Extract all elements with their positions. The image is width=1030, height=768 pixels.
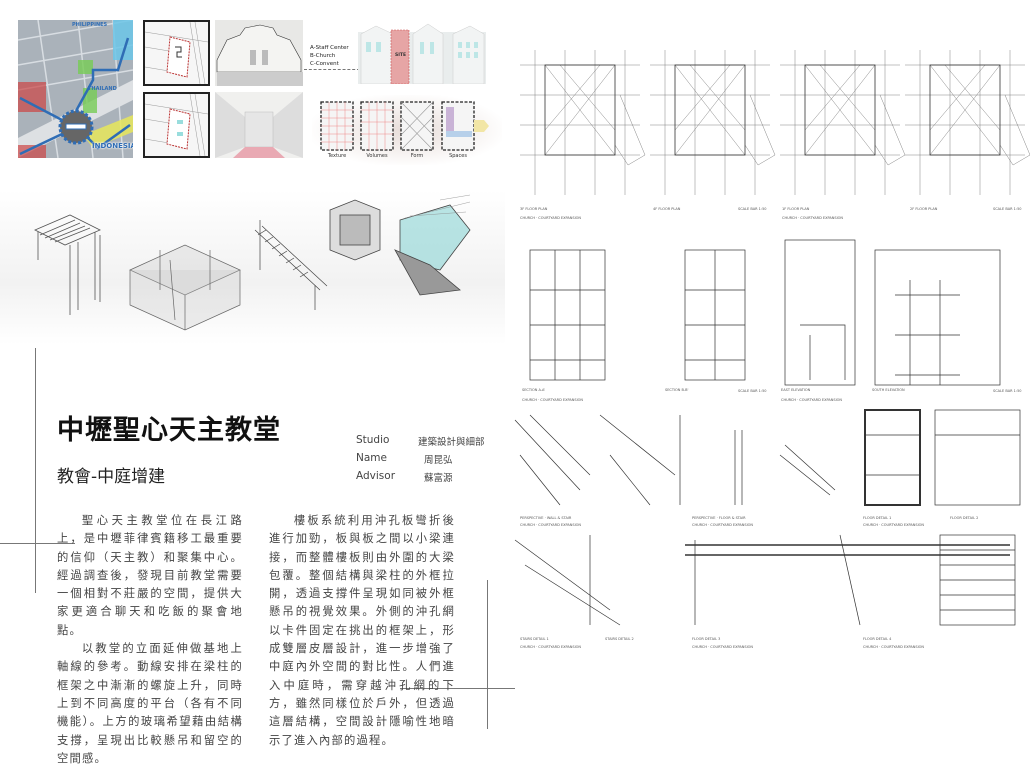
site-map-graphic (18, 20, 133, 158)
detail-title: FLOOR DETAIL 4 (863, 637, 892, 641)
info-value: 蘇富源 (424, 473, 453, 484)
plan-scale: SCALE BAR 1:50 (738, 207, 767, 211)
info-label: Advisor (356, 470, 396, 482)
divider-horizontal-bottom (400, 688, 515, 689)
project-caption: CHURCH · COURTYARD EXPANSION (782, 216, 844, 220)
site-map: PHILIPPINES THAILAND INDONESIA (18, 20, 133, 158)
detail-title: FLOOR DETAIL 2 (950, 516, 979, 520)
concept-diagrams: Texture Volumes Form Spaces (312, 95, 502, 165)
project-caption: CHURCH · COURTYARD EXPANSION (781, 398, 843, 402)
detail-title: PERSPECTIVE · FLOOR & STAIR (692, 516, 746, 520)
church-facade-photo (215, 20, 303, 86)
info-value: 建築設計與細部 (418, 437, 485, 448)
floor-plan-drawing (520, 50, 646, 195)
site-elevation-diagram: SITE (358, 20, 486, 84)
map-label-philippines: PHILIPPINES (72, 22, 108, 28)
project-subtitle: 教會-中庭增建 (57, 467, 166, 487)
section-drawings (529, 239, 1001, 386)
project-title: 中壢聖心天主教堂 (57, 415, 281, 446)
floor-plan-drawing (650, 50, 776, 195)
info-label: Name (356, 452, 387, 464)
floor-plan-drawing (780, 50, 906, 195)
description-column-1: 聖心天主教堂位在長江路上，是中壢菲律賓籍移工最重要的信仰（天主教）和聚集中心。經… (57, 512, 243, 768)
project-caption: CHURCH · COURTYARD EXPANSION (520, 523, 582, 527)
project-caption: CHURCH · COURTYARD EXPANSION (863, 523, 925, 527)
caption-form: Form (410, 153, 424, 159)
section-title: SECTION A-A' (522, 388, 546, 392)
plan-scale: SCALE BAR 1:50 (993, 207, 1022, 211)
section-scale: SCALE BAR 1:50 (993, 389, 1022, 393)
legend-item: C-Convent (310, 61, 339, 67)
project-caption: CHURCH · COURTYARD EXPANSION (520, 216, 582, 220)
building-legend: A-Staff Center B-Church C-Convent (310, 44, 349, 68)
section-title: SOUTH ELEVATION (872, 388, 905, 392)
info-name: Name 周昆弘 (356, 452, 453, 466)
plan-title: 2F FLOOR PLAN (910, 207, 938, 211)
courtyard-photo (215, 92, 303, 158)
site-label: SITE (395, 53, 407, 58)
paragraph: 樓板系統利用沖孔板彎折後進行加勁，板與板之間以小梁連接，而整體樓板則由外圍的大梁… (269, 514, 455, 747)
detail-title: FLOOR DETAIL 1 (863, 516, 892, 520)
map-label-thailand: THAILAND (88, 86, 117, 92)
legend-item: A-Staff Center (310, 45, 349, 51)
plan-title: 4F FLOOR PLAN (653, 207, 681, 211)
detail-drawings (514, 409, 1021, 626)
detail-title: PERSPECTIVE · WALL & STAIR (520, 516, 572, 520)
divider-vertical-right (487, 580, 488, 729)
technical-drawings (514, 50, 1030, 626)
map-label-indonesia: INDONESIA (92, 142, 133, 150)
detail-title: STAIRS DETAIL 1 (520, 637, 549, 641)
plan-title: 1F FLOOR PLAN (782, 207, 810, 211)
description-column-2: 樓板系統利用沖孔板彎折後進行加勁，板與板之間以小梁連接，而整體樓板則由外圍的大梁… (269, 512, 455, 750)
caption-texture: Texture (327, 153, 347, 159)
project-caption: CHURCH · COURTYARD EXPANSION (692, 523, 754, 527)
legend-item: B-Church (310, 53, 336, 59)
paragraph: 聖心天主教堂位在長江路上，是中壢菲律賓籍移工最重要的信仰（天主教）和聚集中心。經… (57, 514, 243, 637)
paragraph: 以教堂的立面延伸做基地上軸線的參考。動線安排在梁柱的框架之中漸漸的螺旋上升，同時… (57, 642, 243, 765)
info-studio: Studio 建築設計與細部 (356, 434, 485, 448)
info-value: 周昆弘 (424, 455, 453, 466)
section-title: EAST ELEVATION (781, 388, 811, 392)
detail-title: STAIRS DETAIL 2 (605, 637, 634, 641)
site-plan-1 (143, 20, 210, 86)
project-caption: CHURCH · COURTYARD EXPANSION (863, 645, 925, 649)
info-advisor: Advisor 蘇富源 (356, 470, 453, 484)
section-title: SECTION B-B' (665, 388, 689, 392)
dashed-connector (304, 69, 360, 70)
detail-title: FLOOR DETAIL 3 (692, 637, 721, 641)
project-caption: CHURCH · COURTYARD EXPANSION (522, 398, 584, 402)
divider-horizontal-left (0, 543, 75, 544)
info-label: Studio (356, 434, 390, 446)
axonometric-sequence (0, 190, 505, 345)
section-scale: SCALE BAR 1:50 (738, 389, 767, 393)
plan-title: 3F FLOOR PLAN (520, 207, 548, 211)
caption-spaces: Spaces (449, 153, 467, 159)
caption-volumes: Volumes (366, 153, 388, 159)
site-plan-2 (143, 92, 210, 158)
project-caption: CHURCH · COURTYARD EXPANSION (520, 645, 582, 649)
divider-vertical-left (35, 348, 36, 593)
floor-plan-drawing (905, 50, 1030, 195)
project-caption: CHURCH · COURTYARD EXPANSION (692, 645, 754, 649)
